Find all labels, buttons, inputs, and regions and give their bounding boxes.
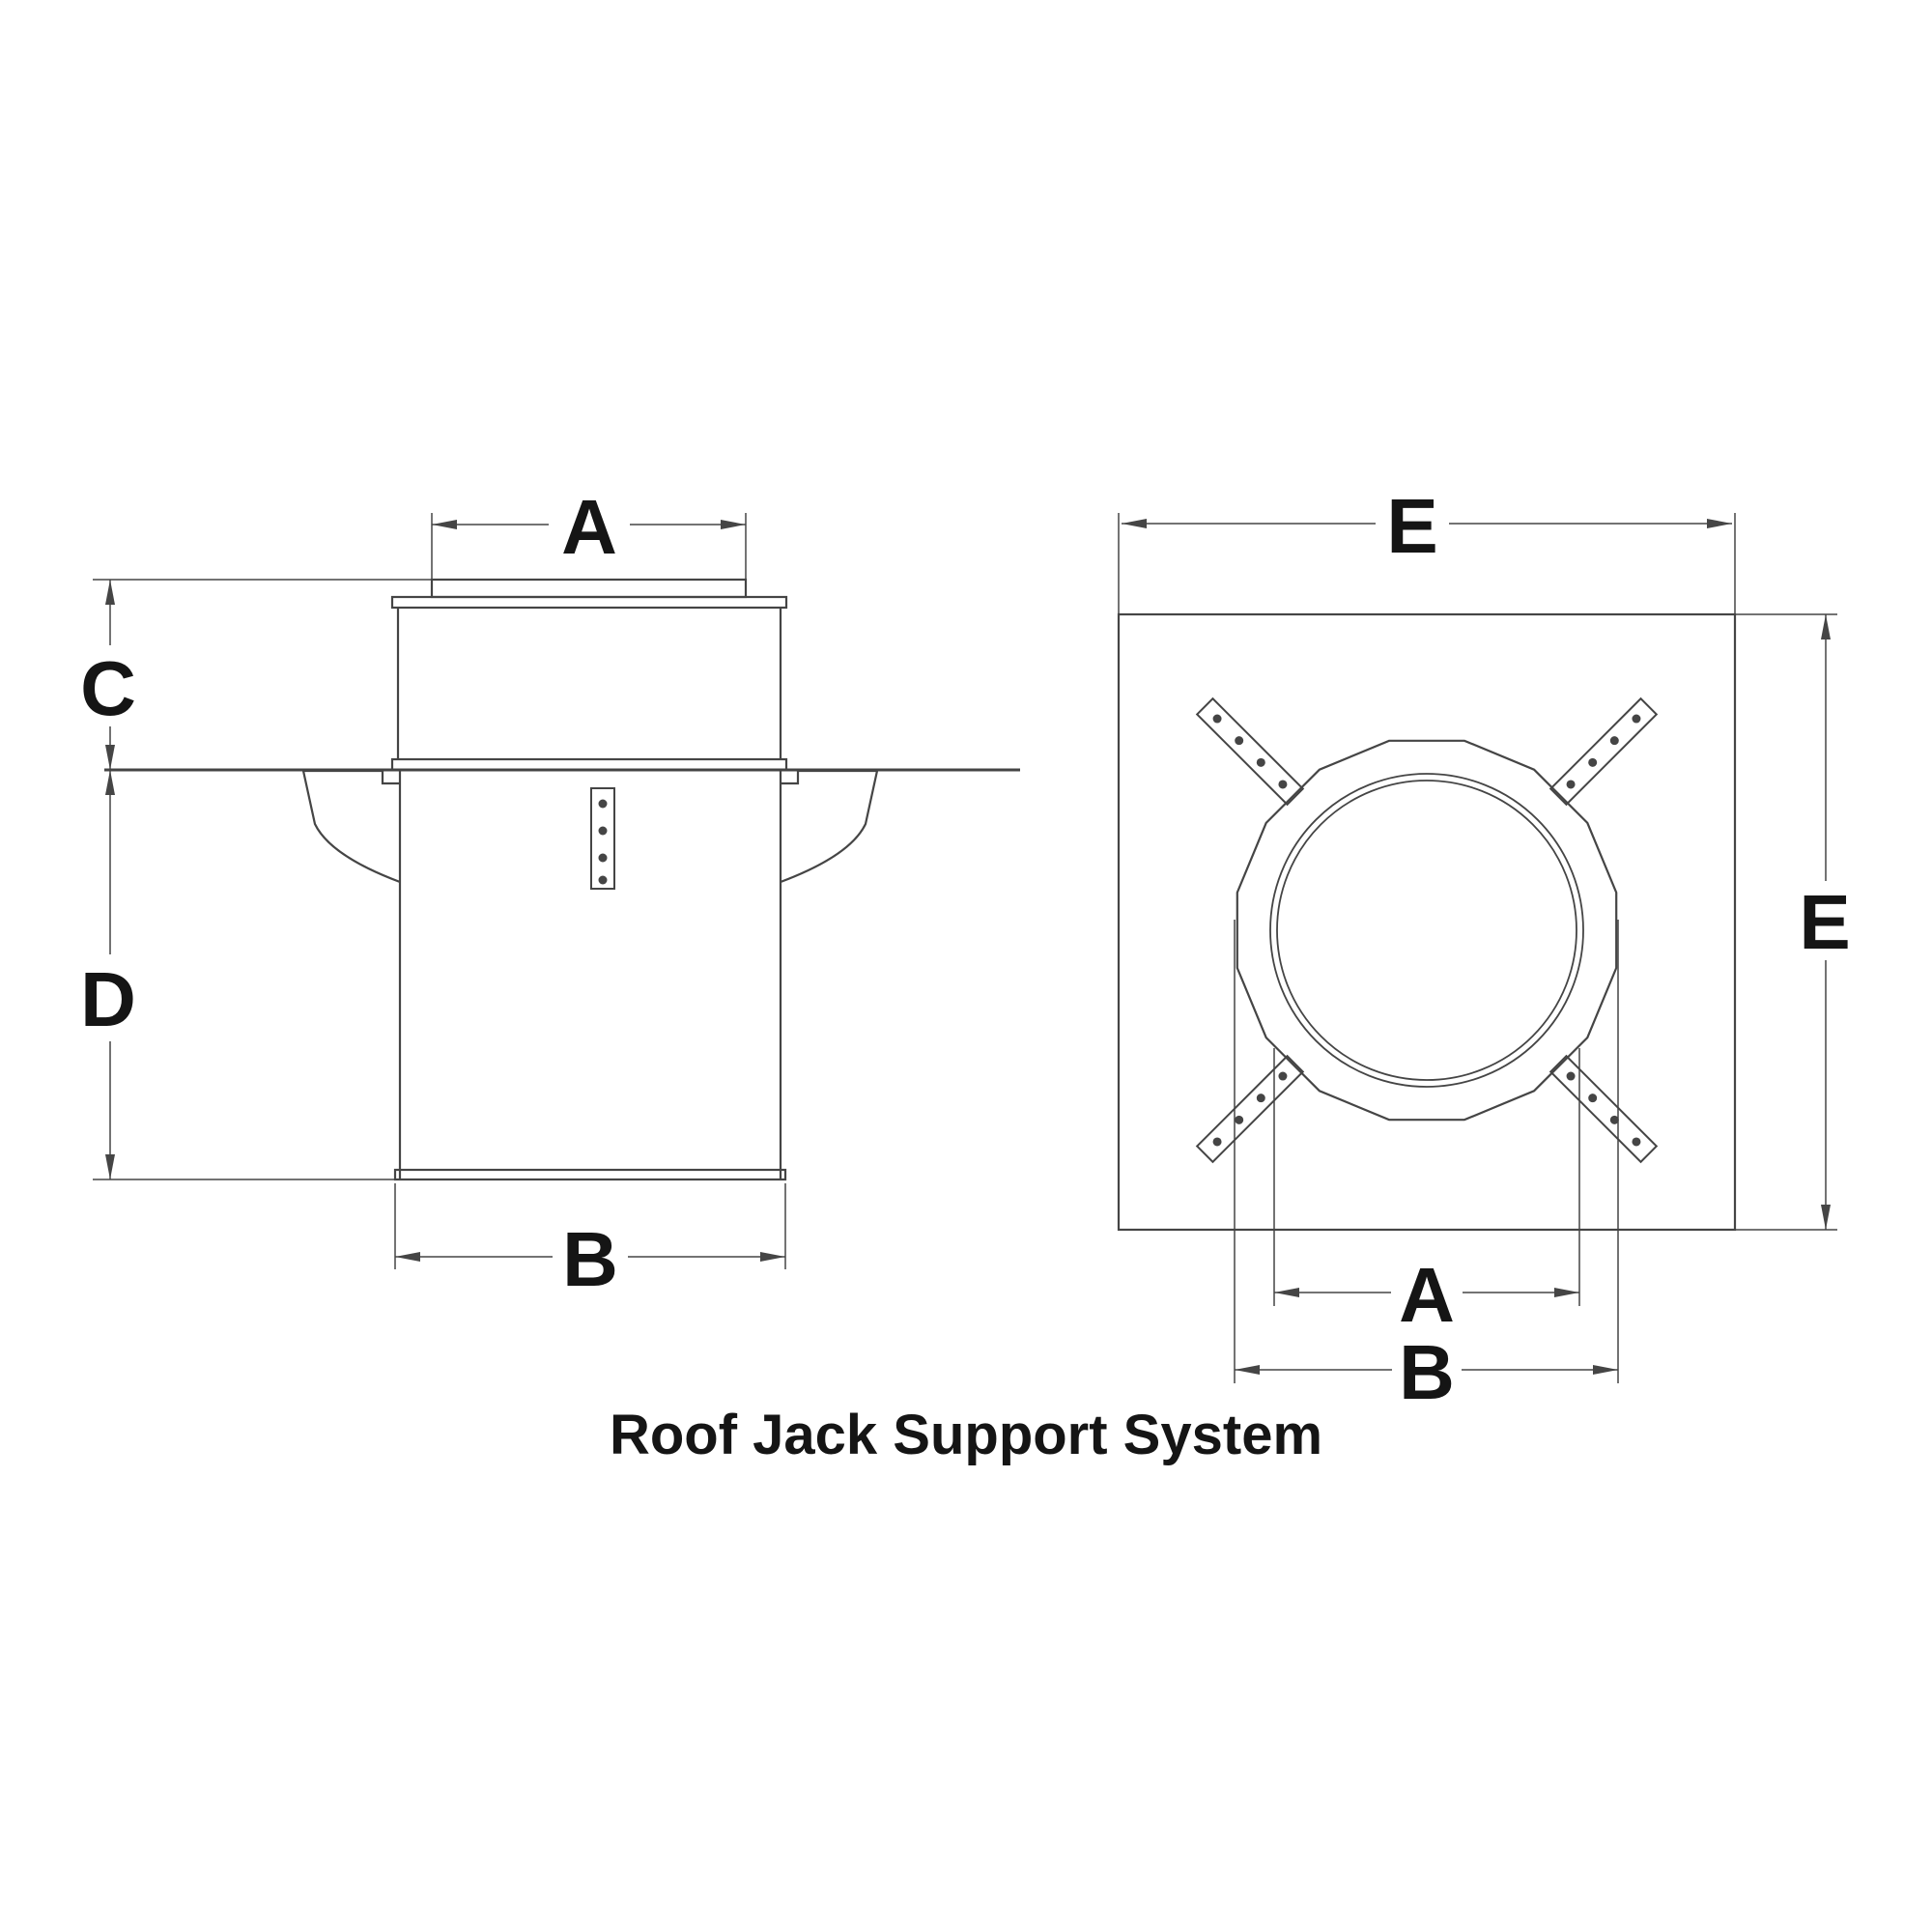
arrow-left — [1235, 1365, 1260, 1375]
strap-hole — [1212, 1137, 1222, 1147]
strap-hole — [598, 826, 608, 836]
flashing-left — [301, 769, 401, 884]
strap-hole — [1235, 1115, 1244, 1124]
base-plate — [1117, 612, 1737, 1232]
arrow-right — [1707, 519, 1732, 528]
strap-hole — [1566, 780, 1576, 789]
strap-plate — [1548, 696, 1659, 807]
collar-bottom-band — [390, 757, 788, 772]
strap-hole — [1235, 736, 1244, 746]
mounting-strap-sw — [1195, 1054, 1305, 1164]
dim-label-plan-a: A — [1399, 1252, 1455, 1338]
strap-hole — [1588, 1094, 1598, 1103]
arrow-right — [721, 520, 746, 529]
dim-label-side-b: B — [562, 1216, 618, 1302]
arrow-left — [1122, 519, 1147, 528]
strap-holes — [1566, 1071, 1641, 1147]
drawing-title: Roof Jack Support System — [610, 1404, 1322, 1466]
strap-hole — [598, 875, 608, 885]
arrow-right — [1593, 1365, 1618, 1375]
strap-hole — [1566, 1071, 1576, 1081]
support-strap-side — [590, 787, 615, 890]
flashing-right — [780, 769, 879, 884]
strap-plate — [1195, 696, 1305, 807]
mounting-strap-se — [1548, 1054, 1659, 1164]
strap-hole — [1632, 714, 1641, 724]
collar-top-band — [390, 595, 788, 610]
arrow-right — [1554, 1288, 1579, 1297]
arrow-left — [1274, 1288, 1299, 1297]
strap-holes — [1212, 714, 1288, 789]
arrow-left — [395, 1252, 420, 1262]
arrow-right — [760, 1252, 785, 1262]
strap-hole — [1278, 1071, 1288, 1081]
strap-hole — [1588, 757, 1598, 767]
mounting-strap-ne — [1548, 696, 1659, 807]
linework — [93, 513, 1837, 1383]
strap-hole — [1632, 1137, 1641, 1147]
strap-hole — [1609, 1115, 1619, 1124]
strap-hole — [598, 799, 608, 809]
arrow-left — [432, 520, 457, 529]
strap-holes — [598, 799, 608, 885]
pipe-lip — [430, 578, 748, 599]
strap-plate — [1195, 1054, 1305, 1164]
strap-hole — [598, 853, 608, 863]
strap-hole — [1278, 780, 1288, 789]
mounting-strap-nw — [1195, 696, 1305, 807]
dim-label-side-d: D — [80, 956, 136, 1042]
dimension-lines — [93, 513, 1827, 1383]
arrow-down — [1821, 1205, 1831, 1230]
dim-label-plan-b: B — [1399, 1329, 1455, 1415]
side-view — [104, 578, 1020, 1181]
dim-label-side-a: A — [561, 484, 617, 570]
arrowheads — [105, 519, 1831, 1375]
dim-label-side-c: C — [80, 645, 136, 731]
strap-hole — [1256, 1094, 1265, 1103]
arrow-down — [105, 745, 115, 770]
strap-hole — [1609, 736, 1619, 746]
arrow-up — [105, 770, 115, 795]
strap-plate — [590, 787, 615, 890]
arrow-up — [105, 580, 115, 605]
cylinder-bottom-band — [393, 1168, 787, 1181]
strap-hole — [1212, 714, 1222, 724]
strap-holes — [1566, 714, 1641, 789]
labels: A C D B E E A B Roof Jack Support System — [80, 483, 1851, 1466]
plan-view — [1117, 612, 1837, 1232]
inner-ring-inner — [1276, 780, 1577, 1081]
inner-ring-outer — [1269, 773, 1584, 1088]
strap-holes — [1212, 1071, 1288, 1147]
strap-hole — [1256, 757, 1265, 767]
arrow-down — [105, 1154, 115, 1179]
dim-label-plan-e-top: E — [1386, 483, 1437, 569]
strap-plate — [1548, 1054, 1659, 1164]
arrow-up — [1821, 614, 1831, 639]
dim-label-plan-e-right: E — [1799, 879, 1850, 965]
